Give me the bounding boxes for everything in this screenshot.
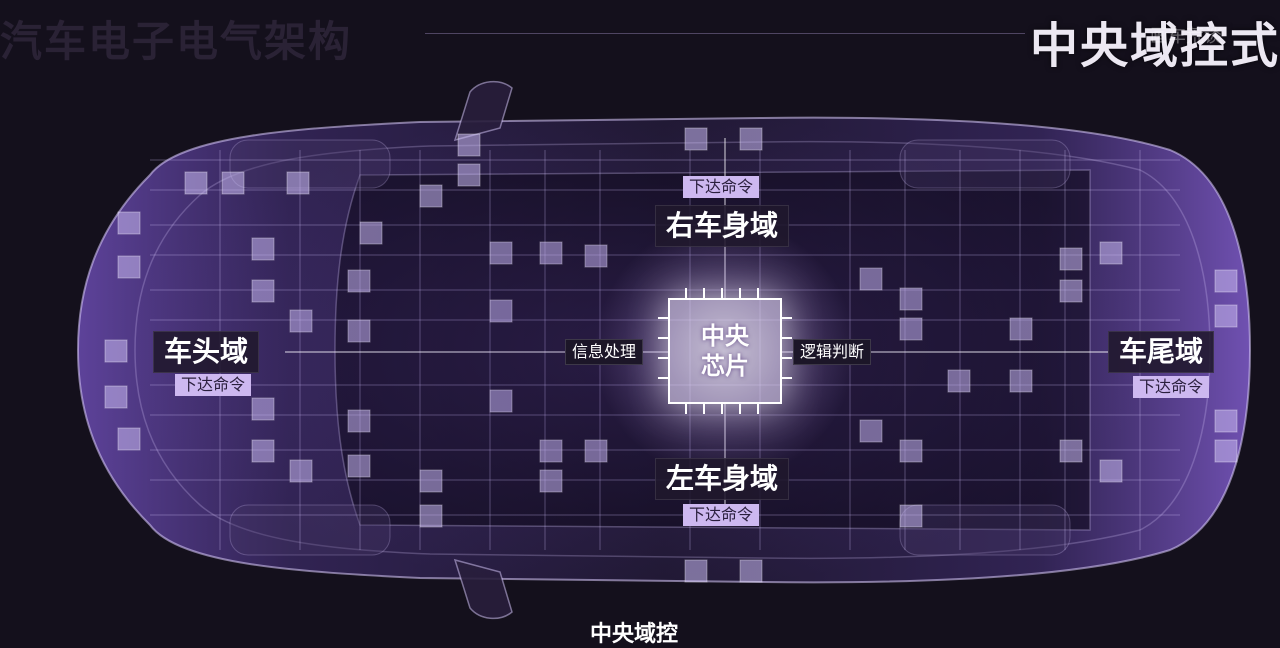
chip-label-line2: 芯片 xyxy=(701,352,749,380)
ecu-module xyxy=(347,409,371,433)
wheel-rear-top xyxy=(899,139,1071,189)
ecu-module xyxy=(104,385,128,409)
front-command-tag: 下达命令 xyxy=(175,374,252,396)
ecu-module xyxy=(739,127,763,151)
ecu-module xyxy=(684,559,708,583)
ecu-module xyxy=(117,427,141,451)
ecu-module xyxy=(1059,247,1083,271)
ecu-module xyxy=(859,267,883,291)
ecu-module xyxy=(117,255,141,279)
logic-judgment-tag: 逻辑判断 xyxy=(793,339,872,365)
ecu-module xyxy=(1214,409,1238,433)
ecu-module xyxy=(1009,317,1033,341)
ecu-module xyxy=(419,469,443,493)
wheel-front-top xyxy=(229,139,391,189)
ecu-module xyxy=(1059,279,1083,303)
ecu-module xyxy=(1009,369,1033,393)
ecu-module xyxy=(104,339,128,363)
ecu-module xyxy=(1214,304,1238,328)
ecu-module xyxy=(899,287,923,311)
ecu-module xyxy=(251,237,275,261)
rear-domain-label: 车尾域 xyxy=(1108,331,1215,373)
wheel-rear-bottom xyxy=(899,504,1071,556)
chip-label-line1: 中央 xyxy=(701,322,749,350)
ecu-module xyxy=(286,171,310,195)
ecu-module xyxy=(457,133,481,157)
ecu-module xyxy=(359,221,383,245)
car-wireframe xyxy=(76,80,1252,620)
ecu-module xyxy=(419,504,443,528)
ecu-module xyxy=(539,469,563,493)
ecu-module xyxy=(347,269,371,293)
left-body-command-tag: 下达命令 xyxy=(683,504,760,526)
chip-pins xyxy=(658,288,792,414)
ecu-module xyxy=(457,163,481,187)
ecu-module xyxy=(584,244,608,268)
ecu-module xyxy=(251,397,275,421)
ecu-module xyxy=(184,171,208,195)
ecu-module xyxy=(539,439,563,463)
ecu-module xyxy=(539,241,563,265)
ecu-module xyxy=(117,211,141,235)
ecu-module xyxy=(289,459,313,483)
front-domain-label: 车头域 xyxy=(153,331,260,373)
header-divider xyxy=(425,33,1025,34)
ecu-module xyxy=(347,454,371,478)
channel-watermark: 画车荒谈 xyxy=(1150,26,1222,47)
ecu-module xyxy=(289,309,313,333)
right-body-command-tag: 下达命令 xyxy=(683,176,760,198)
ecu-module xyxy=(221,171,245,195)
subtitle-fragment: 中央域控 xyxy=(590,622,679,647)
ecu-module xyxy=(489,389,513,413)
rear-command-tag: 下达命令 xyxy=(1133,376,1210,398)
ecu-module xyxy=(899,439,923,463)
ecu-module xyxy=(489,299,513,323)
category-title: 汽车电子电气架构 xyxy=(0,17,353,66)
right-body-domain-label: 右车身域 xyxy=(655,205,790,247)
ecu-module xyxy=(859,419,883,443)
left-body-domain-label: 左车身域 xyxy=(655,458,790,500)
ecu-module xyxy=(251,279,275,303)
wheel-front-bottom xyxy=(229,504,391,556)
ecu-module xyxy=(1099,241,1123,265)
ecu-module xyxy=(1099,459,1123,483)
ecu-module xyxy=(251,439,275,463)
ecu-module xyxy=(419,184,443,208)
ecu-module xyxy=(584,439,608,463)
central-chip: 中央 芯片 xyxy=(658,288,792,414)
ecu-module xyxy=(489,241,513,265)
ecu-module xyxy=(1214,269,1238,293)
ecu-module xyxy=(947,369,971,393)
section-title: 中央域控式 xyxy=(1030,18,1280,74)
ecu-module xyxy=(899,317,923,341)
ecu-module xyxy=(1059,439,1083,463)
ecu-module xyxy=(739,559,763,583)
ecu-module xyxy=(899,504,923,528)
ecu-module xyxy=(1214,439,1238,463)
info-processing-tag: 信息处理 xyxy=(565,339,644,365)
ecu-module xyxy=(347,319,371,343)
ecu-module xyxy=(684,127,708,151)
